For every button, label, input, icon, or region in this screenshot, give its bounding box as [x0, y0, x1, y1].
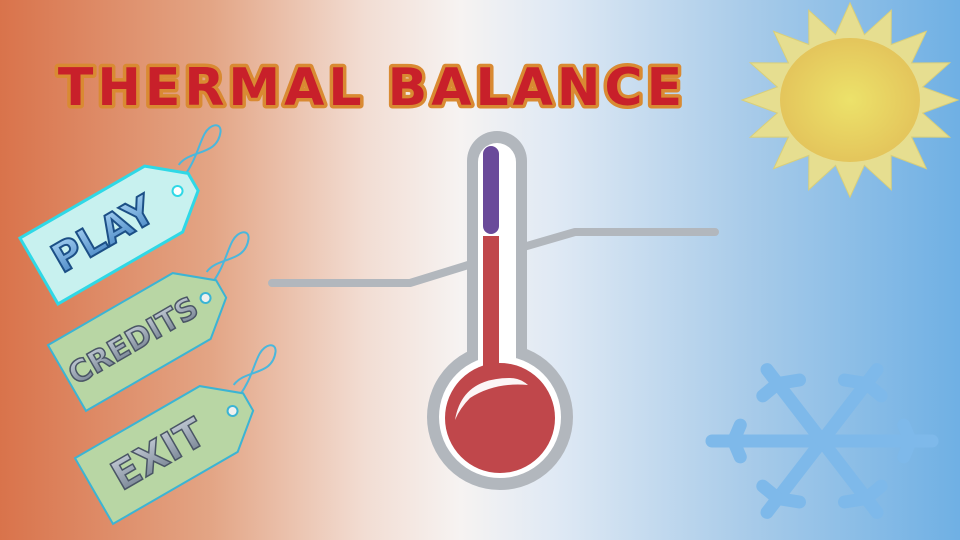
credits-tag[interactable] [46, 256, 240, 413]
tag-hole [171, 185, 184, 197]
sun-icon [740, 1, 960, 199]
mercury-cold [483, 146, 499, 234]
play-tag[interactable] [17, 149, 212, 306]
snowflake-icon [705, 363, 939, 519]
tag-hole [199, 292, 212, 304]
game-title: THERMAL BALANCE THERMAL BALANCE [54, 55, 686, 122]
thermometer-icon [427, 131, 573, 490]
game-title-glow: THERMAL BALANCE [58, 58, 686, 118]
play-button[interactable]: PLAY [17, 123, 256, 306]
mercury-hot [483, 236, 499, 398]
tag-hole [226, 405, 239, 417]
game-title-text: THERMAL BALANCE [58, 58, 686, 118]
exit-tag[interactable] [73, 369, 267, 526]
